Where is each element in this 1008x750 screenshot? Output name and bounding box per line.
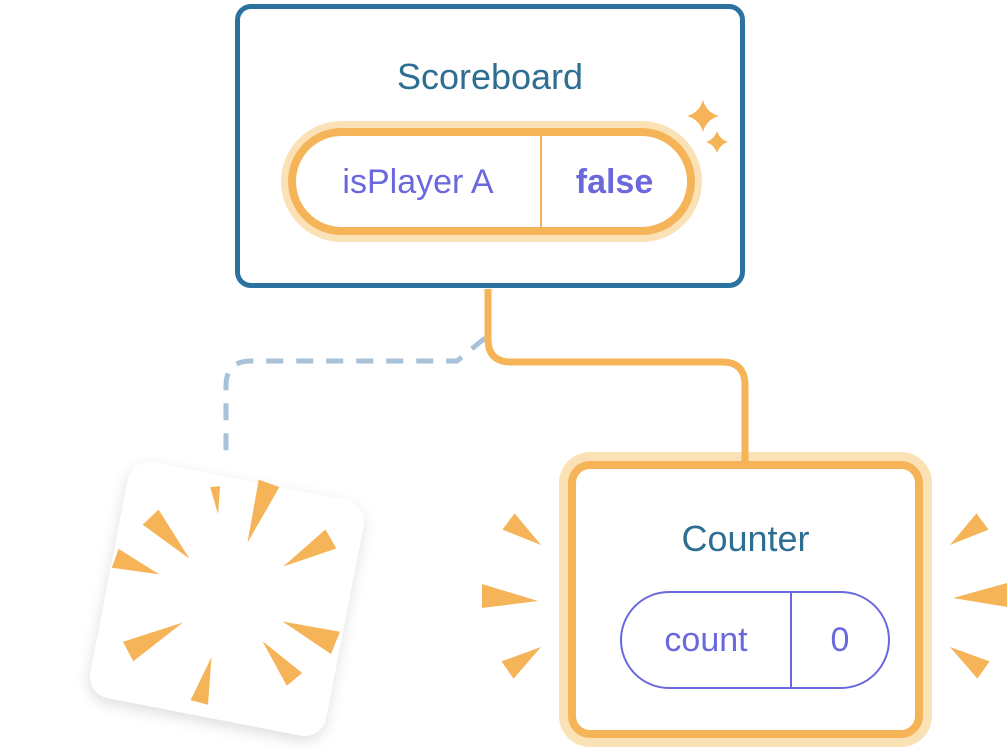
counter-component-card: Counter count 0 [568, 461, 923, 738]
pill-divider [790, 593, 792, 687]
emphasis-marks-left-icon [482, 513, 541, 679]
connector-solid-kept-branch [484, 289, 749, 466]
removed-card-shape [90, 462, 364, 736]
scoreboard-state-pill: isPlayer A false [288, 128, 695, 235]
counter-state-pill: count 0 [620, 591, 890, 689]
scoreboard-title: Scoreboard [396, 56, 584, 97]
scoreboard-component-card: Scoreboard isPlayer A false [235, 4, 745, 288]
connector-dashed-removed-branch [223, 336, 487, 460]
scoreboard-state-value: false [575, 162, 654, 201]
poof-burst-icon [111, 479, 340, 705]
counter-state-value: 0 [830, 621, 850, 659]
counter-title: Counter [681, 518, 810, 559]
emphasis-marks-right-icon [950, 513, 1007, 679]
removed-component-card [90, 462, 364, 736]
counter-state-name: count [664, 621, 748, 659]
pill-divider [540, 136, 542, 227]
scoreboard-state-name: isPlayer A [342, 162, 494, 201]
